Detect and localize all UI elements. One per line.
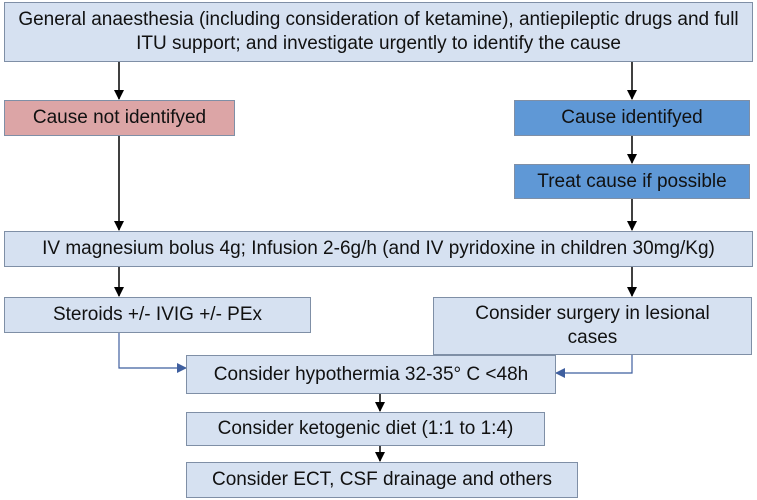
ect-text: Consider ECT, CSF drainage and others [211,469,553,490]
magnesium-text: IV magnesium bolus 4g; Infusion 2-6g/h (… [42,238,715,259]
general-anaesthesia-text: General anaesthesia (including considera… [18,9,739,54]
treat-cause-text: Treat cause if possible [537,170,727,192]
cause-identified-text: Cause identifyed [561,107,703,128]
treat-cause-box: Treat cause if possible [514,164,750,199]
surgery-text: Consider surgery in lesional cases [475,303,710,348]
cause-identified-box: Cause identifyed [514,100,750,136]
surgery-box: Consider surgery in lesional cases [433,297,752,355]
ketogenic-text: Consider ketogenic diet (1:1 to 1:4) [217,418,514,439]
ketogenic-box: Consider ketogenic diet (1:1 to 1:4) [186,412,545,446]
general-anaesthesia-box: General anaesthesia (including considera… [4,2,753,62]
magnesium-box: IV magnesium bolus 4g; Infusion 2-6g/h (… [4,231,753,267]
ect-box: Consider ECT, CSF drainage and others [186,462,578,498]
cause-not-identified-box: Cause not identifyed [4,100,235,136]
arrow-steroids-to-hypothermia [118,333,187,373]
arrow-surgery-to-hypothermia [555,355,633,378]
hypothermia-box: Consider hypothermia 32-35° C <48h [186,355,556,394]
cause-not-identified-text: Cause not identifyed [32,107,207,128]
steroids-box: Steroids +/- IVIG +/- PEx [4,297,311,333]
hypothermia-text: Consider hypothermia 32-35° C <48h [213,363,529,385]
steroids-text: Steroids +/- IVIG +/- PEx [52,304,263,325]
